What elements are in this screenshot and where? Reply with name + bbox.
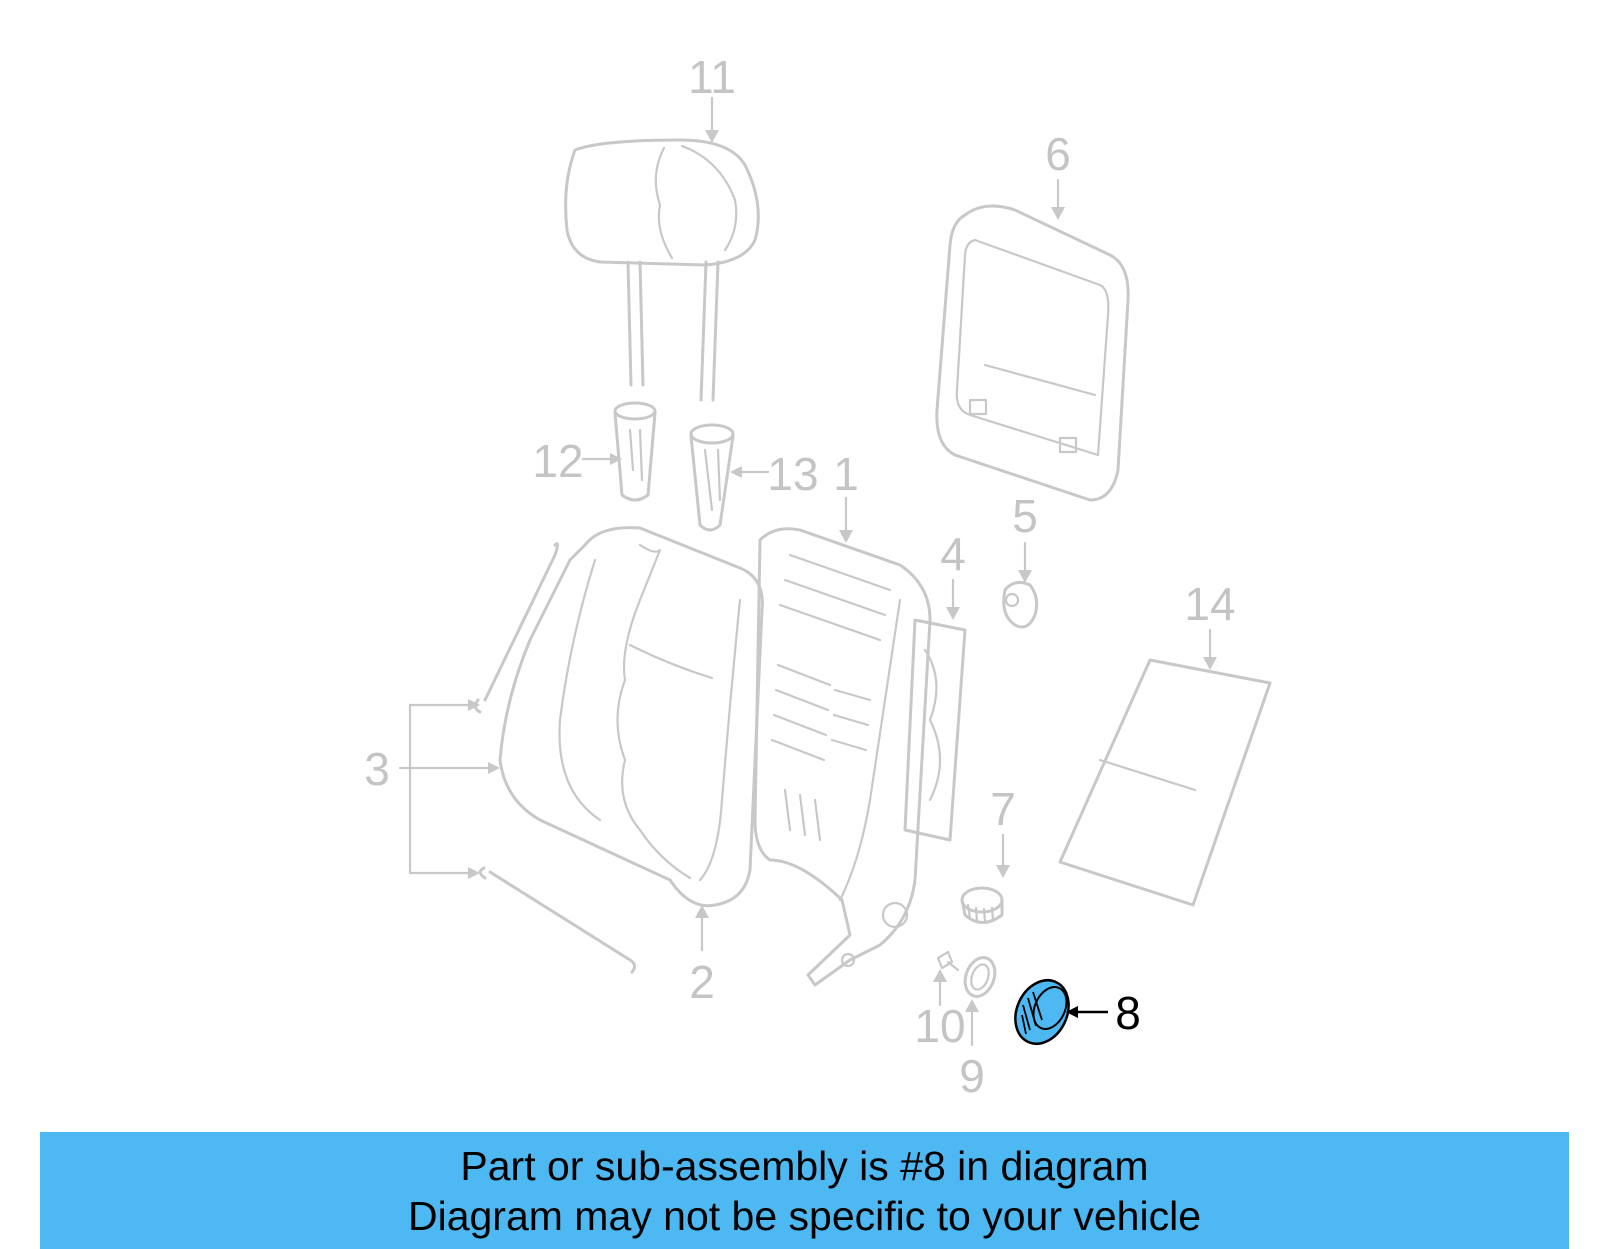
callout-5: 5 <box>1012 490 1038 542</box>
arrow-5 <box>1018 570 1032 583</box>
clip-5 <box>1002 580 1039 629</box>
arrow-14 <box>1203 657 1217 670</box>
arrow-13 <box>730 466 742 478</box>
arrow-6 <box>1051 207 1065 220</box>
bracket-3 <box>408 703 472 875</box>
guide-sleeve-12 <box>613 401 657 502</box>
arrow-4 <box>946 607 960 620</box>
banner-line-1: Part or sub-assembly is #8 in diagram <box>460 1142 1149 1189</box>
arrow-11 <box>705 130 719 143</box>
arrow-7 <box>996 865 1010 878</box>
callout-8: 8 <box>1115 987 1141 1039</box>
screw-10 <box>936 950 960 972</box>
arrow-3-mid <box>488 762 500 774</box>
back-board <box>1058 658 1272 907</box>
banner-line-2: Diagram may not be specific to your vehi… <box>407 1192 1201 1239</box>
callout-1: 1 <box>833 448 859 500</box>
washer-9 <box>963 956 997 998</box>
callout-9: 9 <box>959 1050 985 1102</box>
knob-7 <box>960 886 1004 924</box>
callout-12: 12 <box>532 435 583 487</box>
seat-back-cover <box>498 526 764 908</box>
arrow-2 <box>695 905 709 918</box>
arrow-3-top <box>468 699 480 711</box>
arrow-12 <box>610 453 622 465</box>
callout-14: 14 <box>1184 578 1235 630</box>
callout-4: 4 <box>940 528 966 580</box>
arrow-10 <box>933 969 947 982</box>
callout-6: 6 <box>1045 128 1071 180</box>
arrow-1 <box>839 530 853 543</box>
guide-sleeve-13 <box>689 423 735 532</box>
callout-2: 2 <box>689 956 715 1008</box>
headrest-part <box>564 138 760 402</box>
arrow-3-bottom <box>468 867 480 879</box>
highlighted-part-8 <box>1014 979 1070 1045</box>
arrow-9 <box>965 999 979 1012</box>
callout-7: 7 <box>990 783 1016 835</box>
back-panel <box>935 204 1130 502</box>
arrow-8 <box>1066 1006 1078 1018</box>
callout-11: 11 <box>688 51 736 103</box>
info-banner: Part or sub-assembly is #8 in diagram Di… <box>40 1132 1569 1249</box>
seat-pad <box>903 618 967 842</box>
lever-rods <box>473 542 637 974</box>
seat-back-frame <box>753 527 932 987</box>
callout-3: 3 <box>364 743 390 795</box>
callout-10: 10 <box>914 1000 965 1052</box>
callout-13: 13 <box>767 448 818 500</box>
